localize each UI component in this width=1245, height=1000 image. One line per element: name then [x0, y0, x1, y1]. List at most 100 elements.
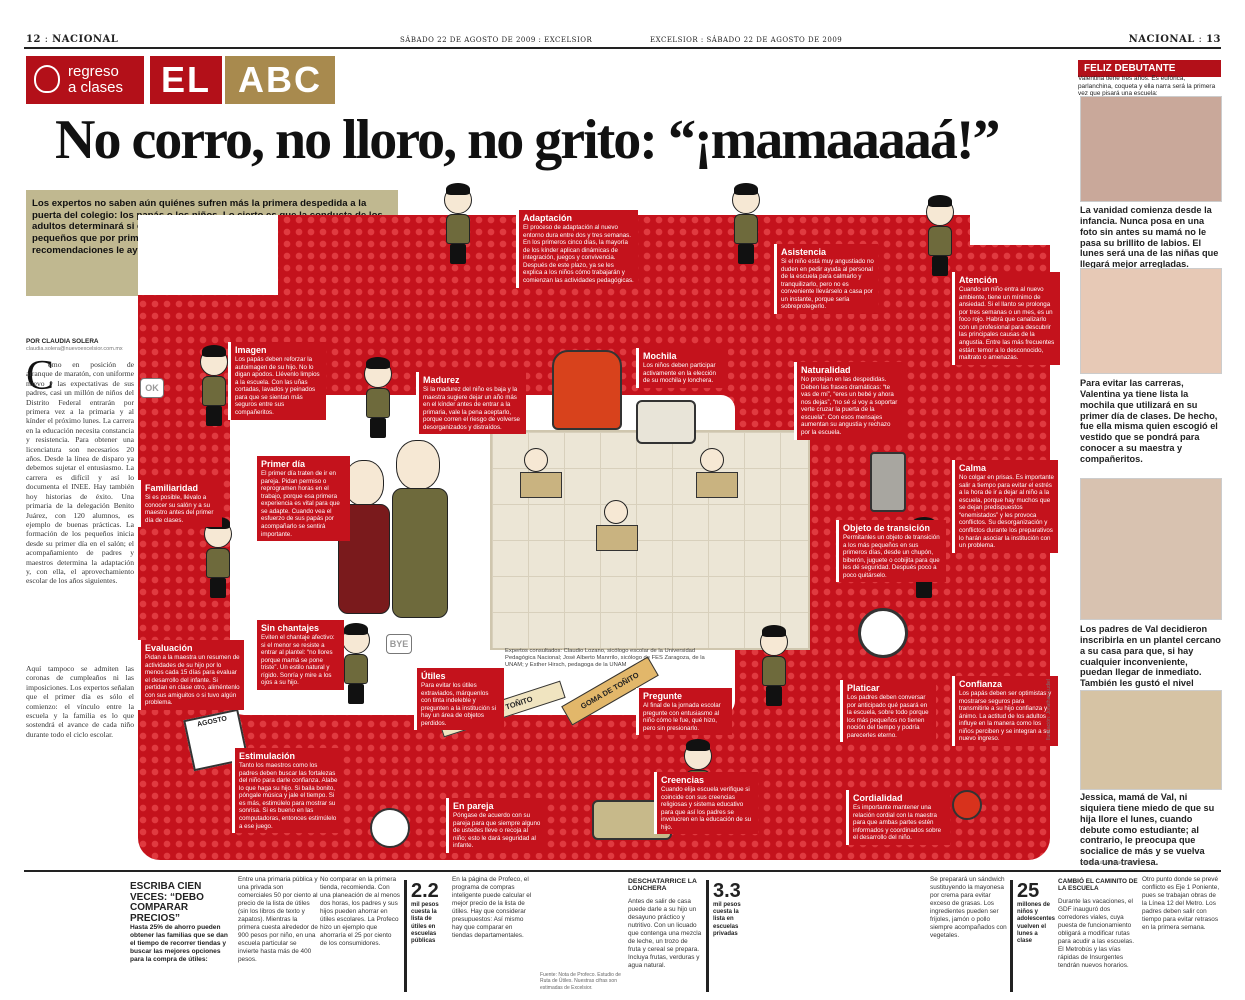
card-title: Naturalidad: [801, 365, 851, 375]
desk: [596, 525, 638, 551]
sources-note: Expertos consultados: Claudio Lozano, si…: [505, 648, 705, 669]
headline: No corro, no lloro, no grito: “¡mamaaaaá…: [55, 109, 1001, 171]
father-body: [392, 488, 448, 618]
card-text: Pidan a la maestra un resumen de activid…: [145, 654, 240, 707]
card-title: Cordialidad: [853, 793, 903, 803]
photo-credit: Fotos: Luis Enrique Olivares: [1080, 860, 1143, 866]
bottom-column: Antes de salir de casa puede darle a su …: [628, 898, 702, 969]
fine-print: Fuente: Nota de Profeco. Estudio de Ruta…: [540, 972, 621, 991]
bottom-column: En la página de Profeco, el programa de …: [452, 876, 532, 939]
card-title: Atención: [959, 275, 998, 285]
body-column: omo en posición de arranque de maratón, …: [26, 360, 134, 586]
right-dateline: EXCELSIOR : SÁBADO 22 DE AGOSTO DE 2009: [650, 36, 843, 44]
child-figure: [524, 448, 548, 472]
dropcap: C: [26, 353, 55, 399]
left-section: NACIONAL: [52, 34, 119, 45]
stat-label: mil pesos cuesta la lista de útiles en e…: [411, 902, 439, 944]
card-text: Permitanles un objeto de transición a lo…: [843, 534, 940, 579]
card-text: Los papás deben reforzar la autoimagen d…: [235, 356, 320, 416]
apple-icon: [34, 65, 60, 93]
stat-box-3: 25 millones de niños y adolescentes vuel…: [1010, 880, 1055, 992]
logo-abc: ABC: [225, 56, 335, 104]
card-title: Estimulación: [239, 751, 296, 761]
right-folio: NACIONAL : 13: [1128, 34, 1221, 45]
card-text: Al final de la jornada escolar pregunte …: [643, 702, 721, 732]
sidebar-heading: FELIZ DEBUTANTE: [1078, 60, 1221, 77]
bottom-column: Otro punto donde se prevé conflicto es E…: [1142, 876, 1220, 931]
mother-head: [344, 460, 384, 506]
card-title: Evaluación: [145, 643, 193, 653]
alarm-clock-icon: [858, 608, 908, 658]
card-text: El proceso de adaptación al nuevo entorn…: [523, 224, 634, 284]
card-title: Pregunte: [643, 691, 683, 701]
escriba-text: Hasta 25% de ahorro pueden obtener las f…: [130, 924, 228, 963]
body-column-2: Aquí tampoco se admiten las coronas de c…: [26, 664, 134, 739]
bottom-column: Entre una primaria pública y una privada…: [238, 876, 318, 963]
card-title: Mochila: [643, 351, 677, 361]
stat-number: 3.3: [713, 880, 741, 902]
card-title: Creencias: [661, 775, 705, 785]
card-text: Eviten el chantaje afectivo: si el menor…: [261, 634, 335, 687]
backpack-icon: [552, 350, 622, 430]
camino-title: CAMBIÓ EL CAMINITO DE LA ESCUELA: [1058, 878, 1138, 893]
father-head: [396, 440, 440, 490]
sidebar-caption: La vanidad comienza desde la infancia. N…: [1080, 205, 1219, 270]
header-rule: [24, 47, 1221, 49]
card-text: Los niños deben participar activamente e…: [643, 362, 716, 385]
card-title: Madurez: [423, 375, 460, 385]
bottom-rule: [24, 870, 1221, 872]
brand-box: regreso a clases: [26, 56, 144, 104]
card-text: Para evitar los útiles extraviados, márq…: [421, 682, 496, 727]
escriba-title: ESCRIBA CIEN VECES: “DEBO COMPARAR PRECI…: [130, 881, 204, 924]
brand-line-2: a clases: [68, 79, 124, 96]
stat-label: mil pesos cuesta la lista en escuelas pr…: [713, 902, 741, 937]
sidebar-intro: Valentina tiene tres años. Es eufórica, …: [1078, 75, 1216, 98]
bye-tag: BYE: [386, 634, 412, 654]
card-title: Imagen: [235, 345, 267, 355]
desk: [520, 472, 562, 498]
phone-character-icon: [370, 808, 410, 848]
illustration-credit: Ilustración: Jonathan Ludiel: [1046, 679, 1052, 740]
card-title: Platicar: [847, 683, 880, 693]
sidebar-caption: Para evitar las carreras, Valentina ya t…: [1080, 378, 1218, 465]
lonchera-title: DESCHATARRICE LA LONCHERA: [628, 878, 697, 893]
card-title: Primer día: [261, 459, 306, 469]
desk: [696, 472, 738, 498]
right-page-number: 13: [1206, 34, 1221, 45]
child-figure: [700, 448, 724, 472]
card-text: Si la madurez del niño es baja y la maes…: [423, 386, 520, 431]
card-title: Familiaridad: [145, 483, 199, 493]
card-title: Asistencia: [781, 247, 827, 257]
child-figure: [604, 500, 628, 524]
card-text: Los padres deben conversar por anticipad…: [847, 694, 929, 739]
brand-line-1: regreso: [68, 63, 119, 80]
card-text: No protejan en las despedidas. Deben las…: [801, 376, 898, 436]
card-text: Cuando un niño entra al nuevo ambiente, …: [959, 286, 1055, 362]
card-title: Calma: [959, 463, 987, 473]
apple-icon: [952, 790, 982, 820]
card-text: Póngase de acuerdo con su pareja para qu…: [453, 812, 541, 850]
card-text: Es importante mantener una relación cord…: [853, 804, 942, 842]
card-text: Cuando elija escuela verifique si coinci…: [661, 786, 752, 831]
card-title: Sin chantajes: [261, 623, 320, 633]
card-text: Si es posible, llévalo a conocer su saló…: [145, 494, 214, 524]
right-section: NACIONAL: [1128, 34, 1195, 45]
card-text: Tanto los maestros como los padres deben…: [239, 762, 338, 830]
byline: POR CLAUDIA SOLERA: [26, 338, 99, 345]
card-text: No colgar en prisas. Es importante salir…: [959, 474, 1054, 550]
